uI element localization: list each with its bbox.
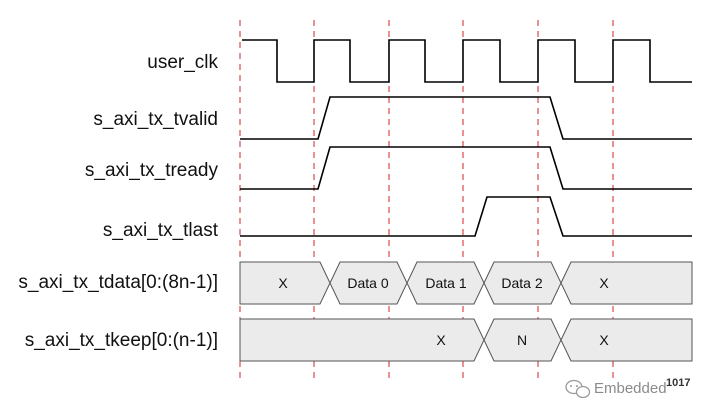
bus-segment [239, 318, 485, 362]
signal-label-tdata: s_axi_tx_tdata[0:(8n-1)] [18, 272, 218, 293]
bus-segment [239, 261, 331, 305]
tdata-value: X [278, 275, 288, 291]
user-clk-waveform [242, 39, 692, 83]
tdata-bus: X Data 0 Data 1 Data 2 X [239, 261, 693, 305]
signal-label-tready: s_axi_tx_tready [85, 160, 219, 181]
signal-label-user-clk: user_clk [147, 52, 218, 73]
tdata-value: Data 0 [347, 275, 388, 291]
tdata-value: X [599, 275, 609, 291]
tkeep-value: N [517, 332, 527, 348]
tdata-value: Data 1 [425, 275, 466, 291]
signal-label-tlast: s_axi_tx_tlast [103, 220, 219, 241]
signal-label-tvalid: s_axi_tx_tvalid [93, 109, 218, 130]
watermark-text: Embedded [594, 380, 667, 397]
tvalid-waveform [240, 96, 692, 140]
tlast-waveform [240, 196, 692, 237]
signal-labels: user_clk s_axi_tx_tvalid s_axi_tx_tready… [18, 52, 218, 351]
tdata-value: Data 2 [501, 275, 542, 291]
bus-segment [560, 318, 693, 362]
tready-waveform [240, 146, 692, 190]
tkeep-value: X [599, 332, 609, 348]
wechat-bubble-icon [565, 379, 591, 399]
figure-id: 1017 [666, 377, 690, 389]
watermark: Embedded 1017 [565, 377, 690, 399]
tkeep-bus: X N X [239, 318, 693, 362]
bus-segment [560, 261, 693, 305]
tkeep-value: X [436, 332, 446, 348]
signal-label-tkeep: s_axi_tx_tkeep[0:(n-1)] [25, 330, 218, 351]
